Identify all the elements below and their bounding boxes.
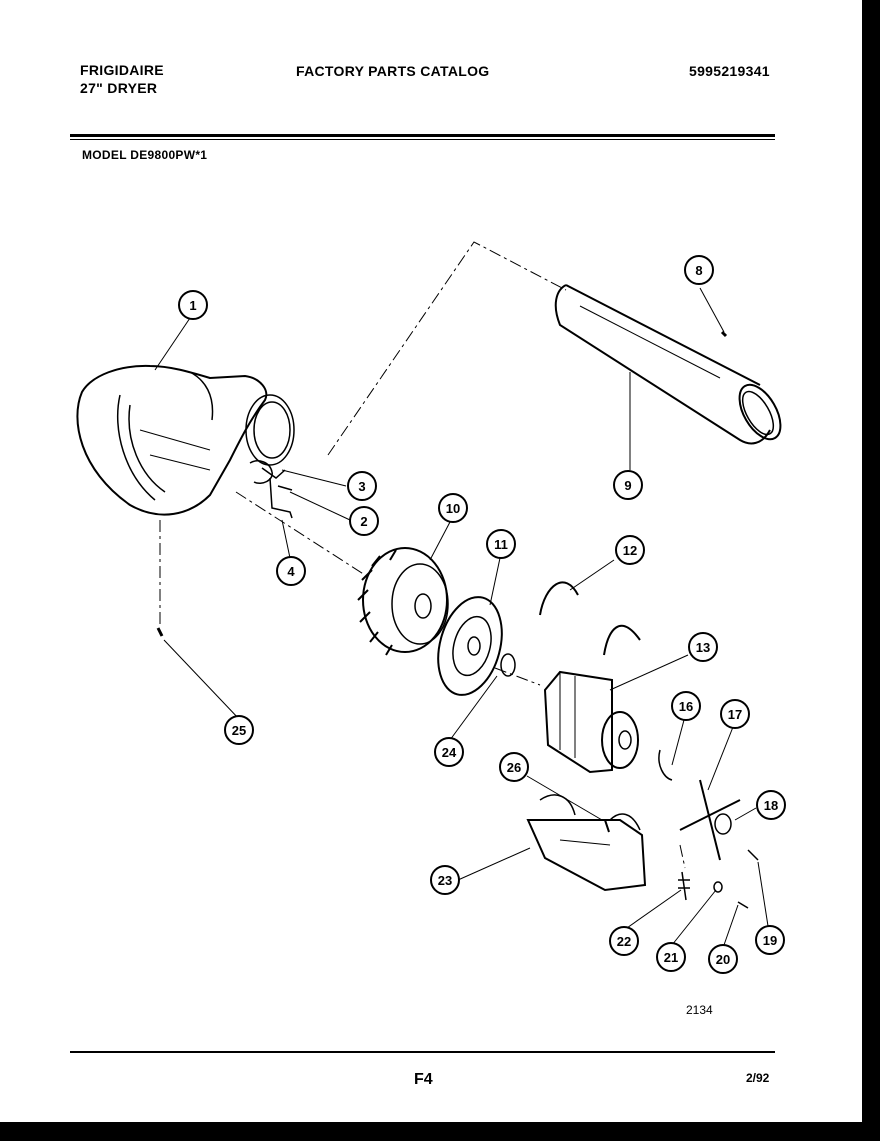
callout-18: 18 [756, 790, 786, 820]
callout-8: 8 [684, 255, 714, 285]
callout-1: 1 [178, 290, 208, 320]
svg-text:19: 19 [763, 933, 777, 948]
svg-text:26: 26 [507, 760, 521, 775]
callout-13: 13 [688, 632, 718, 662]
blower-housing [76, 364, 295, 516]
callout-25: 25 [224, 715, 254, 745]
svg-text:21: 21 [664, 950, 678, 965]
product-line: 27" DRYER [80, 80, 158, 96]
page-number: F4 [414, 1071, 433, 1088]
callout-10: 10 [438, 493, 468, 523]
callout-20: 20 [708, 944, 738, 974]
callout-labels: 1 2 3 4 8 9 10 11 12 13 16 17 18 19 20 2… [178, 255, 786, 974]
callout-22: 22 [609, 926, 639, 956]
callout-23: 23 [430, 865, 460, 895]
brand-name: FRIGIDAIRE [80, 62, 164, 78]
callout-26: 26 [499, 752, 529, 782]
motor-clips [539, 581, 641, 656]
svg-text:20: 20 [716, 952, 730, 967]
svg-text:16: 16 [679, 699, 693, 714]
svg-text:10: 10 [446, 501, 460, 516]
callout-4: 4 [276, 556, 306, 586]
svg-text:1: 1 [189, 298, 196, 313]
callout-2: 2 [349, 506, 379, 536]
header-divider [70, 134, 775, 137]
catalog-page: FRIGIDAIRE 27" DRYER FACTORY PARTS CATAL… [0, 0, 862, 1122]
washer [500, 653, 516, 677]
revision-date: 2/92 [746, 1071, 770, 1085]
callout-24: 24 [434, 737, 464, 767]
brand-block: FRIGIDAIRE 27" DRYER [80, 61, 164, 97]
callout-17: 17 [720, 699, 750, 729]
svg-text:24: 24 [442, 745, 457, 760]
footer-divider [70, 1051, 775, 1053]
motor [543, 670, 639, 774]
svg-text:3: 3 [358, 479, 365, 494]
catalog-title: FACTORY PARTS CATALOG [296, 63, 490, 79]
exploded-parts-diagram: 1 2 3 4 8 9 10 11 12 13 16 17 18 19 20 2… [76, 241, 786, 974]
svg-text:8: 8 [695, 263, 702, 278]
callout-16: 16 [671, 691, 701, 721]
svg-text:22: 22 [617, 934, 631, 949]
catalog-number: 5995219341 [689, 63, 770, 79]
blower-wheel [357, 547, 449, 656]
screw [720, 330, 728, 338]
diagram-id: 2134 [686, 1003, 713, 1017]
callout-11: 11 [486, 529, 516, 559]
screw [156, 627, 164, 637]
callout-3: 3 [347, 471, 377, 501]
header-divider-thin [70, 139, 775, 140]
svg-text:12: 12 [623, 543, 637, 558]
idler-assembly [658, 749, 759, 909]
svg-text:23: 23 [438, 873, 452, 888]
callout-9: 9 [613, 470, 643, 500]
motor-mount [526, 794, 647, 892]
svg-text:25: 25 [232, 723, 246, 738]
svg-text:18: 18 [764, 798, 778, 813]
callout-12: 12 [615, 535, 645, 565]
svg-text:13: 13 [696, 640, 710, 655]
callout-19: 19 [755, 925, 785, 955]
svg-text:2: 2 [360, 514, 367, 529]
callout-21: 21 [656, 942, 686, 972]
clamp-assembly [249, 460, 293, 519]
seal-plate [437, 596, 503, 696]
svg-text:17: 17 [728, 707, 742, 722]
model-label: MODEL DE9800PW*1 [82, 148, 208, 162]
exhaust-duct [554, 284, 782, 445]
screw [604, 819, 610, 833]
svg-text:4: 4 [287, 564, 295, 579]
svg-text:9: 9 [624, 478, 631, 493]
svg-text:11: 11 [494, 537, 508, 552]
